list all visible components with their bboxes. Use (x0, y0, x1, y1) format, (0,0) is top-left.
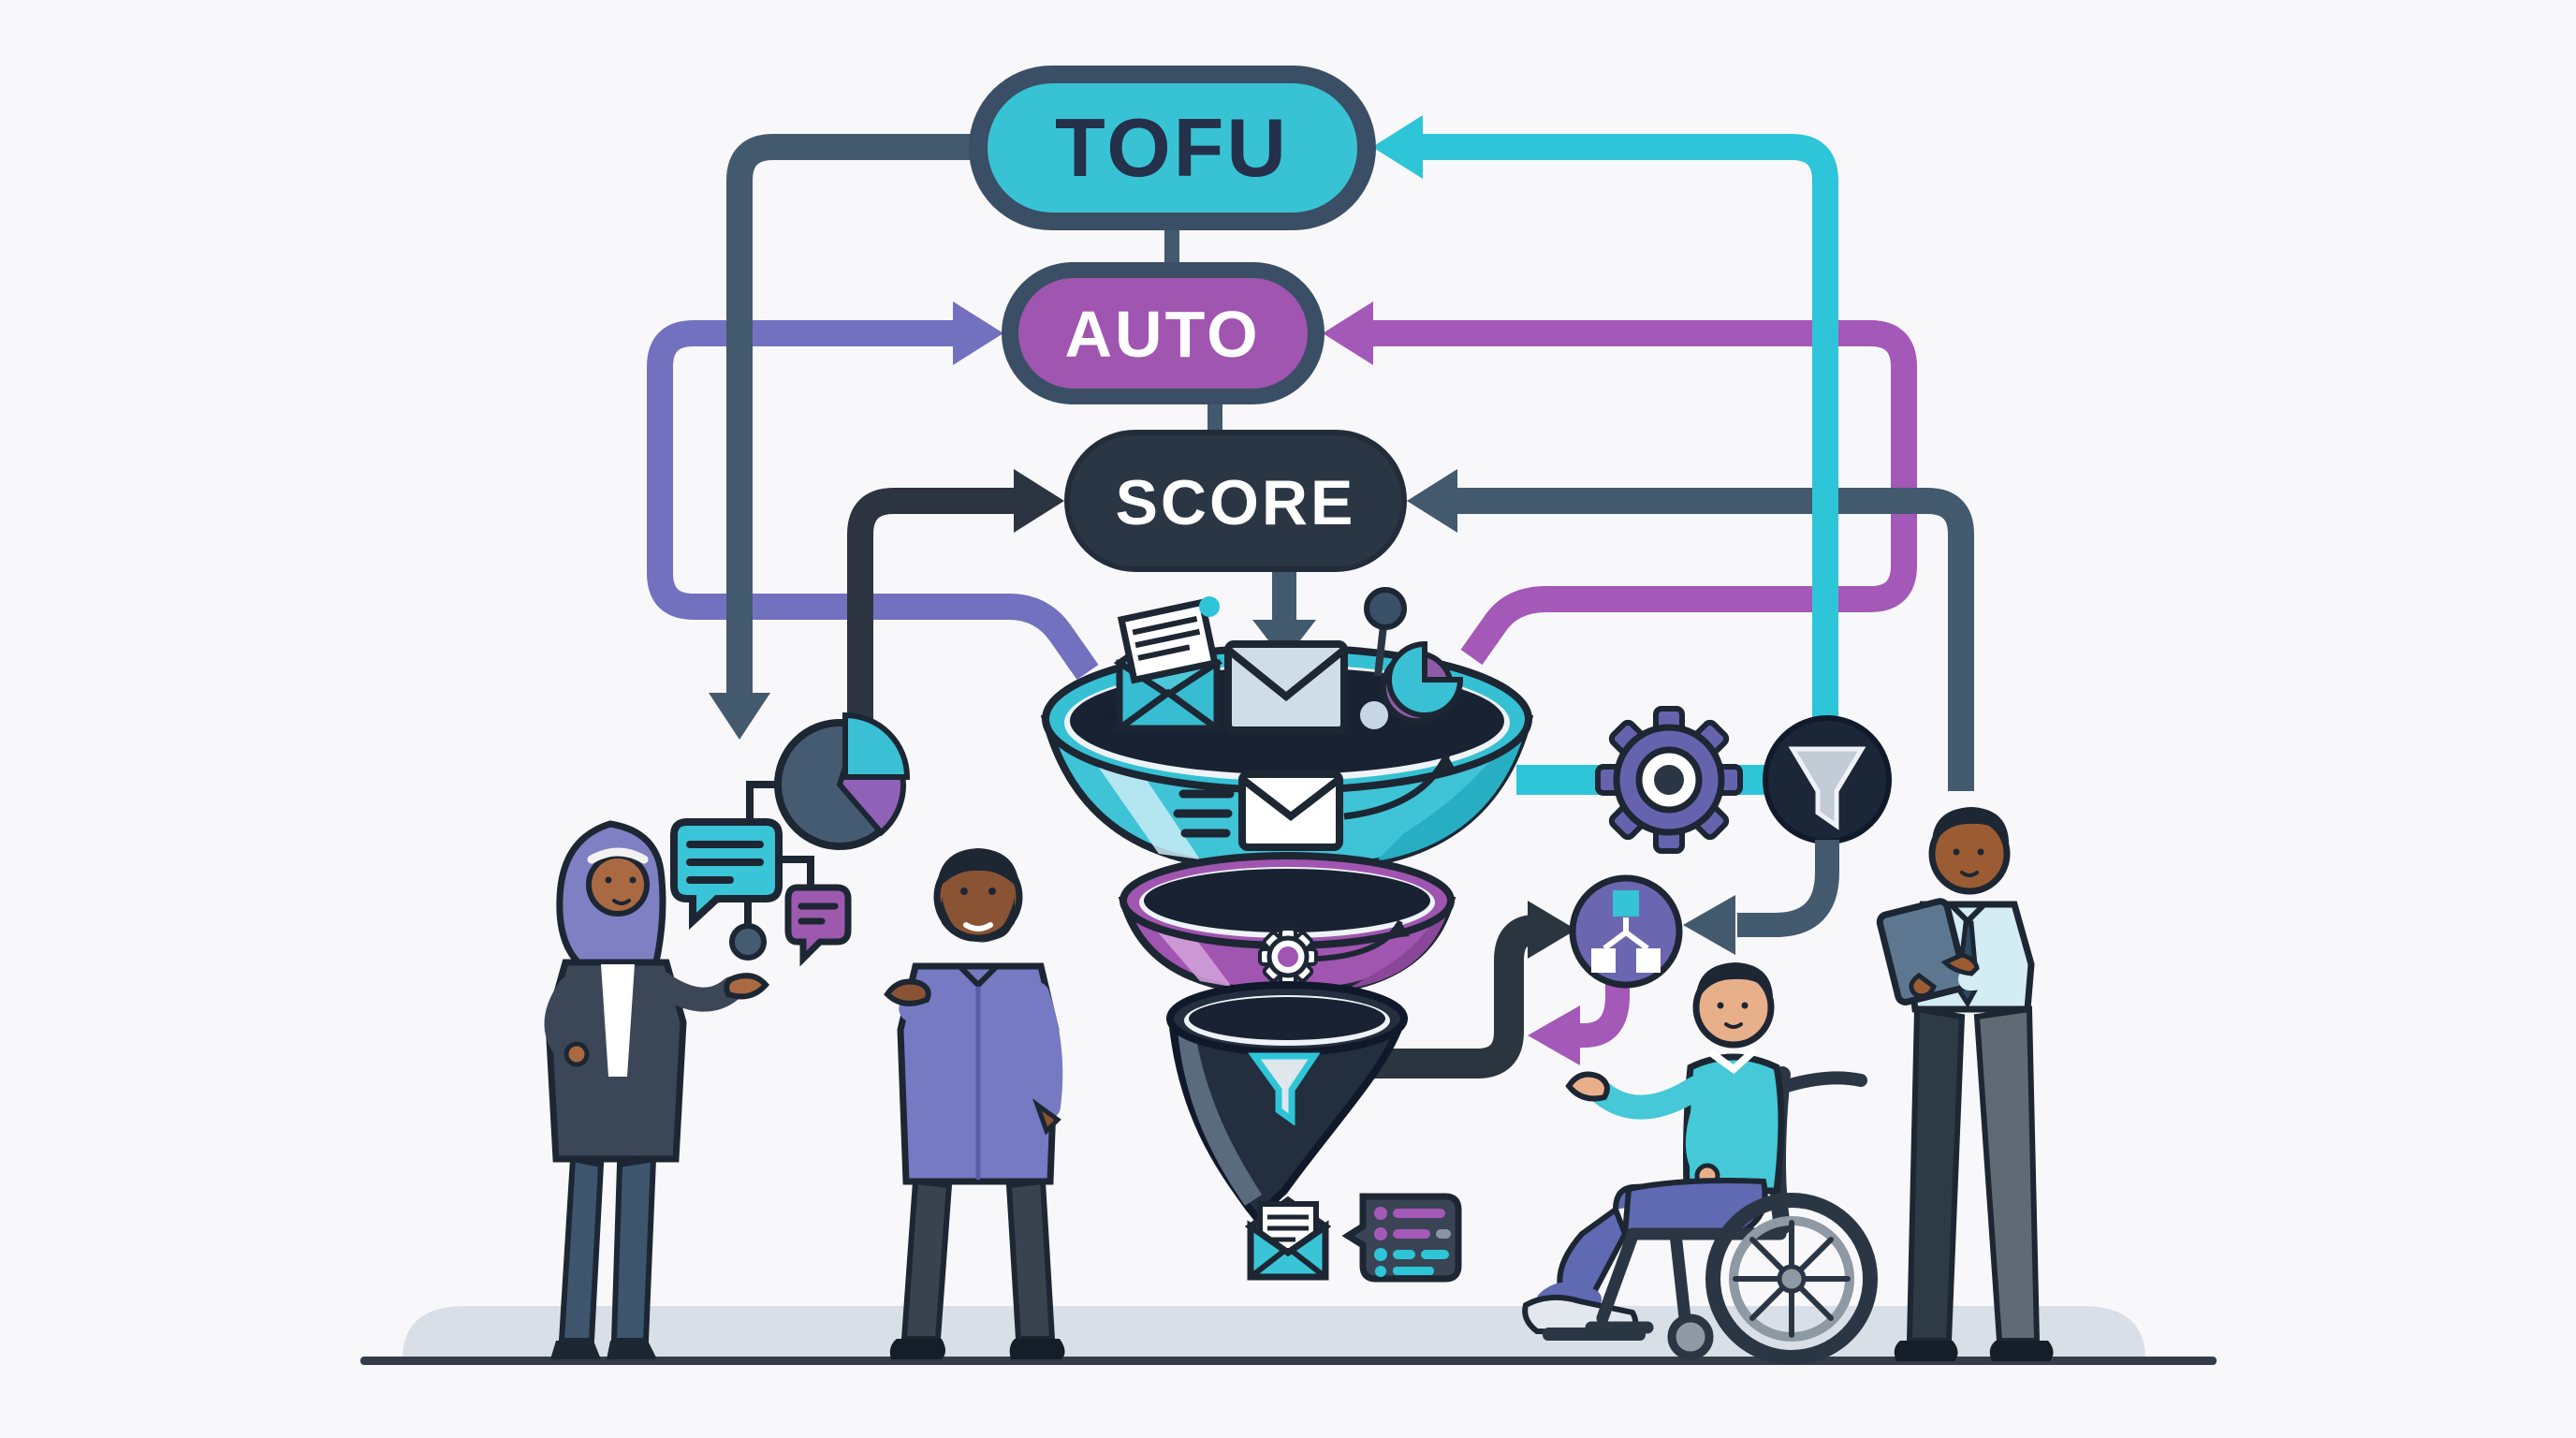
score-left-line (847, 469, 1064, 749)
speech-bubble-purple-icon (784, 884, 852, 967)
person-man-beard (884, 848, 1065, 1359)
teal-dot (1199, 596, 1220, 617)
connector-auto-score (1208, 403, 1222, 436)
arrowhead-into-auto-left (953, 301, 1003, 365)
pill-score-label: SCORE (1116, 467, 1356, 538)
wheelchair-caster (1667, 1313, 1714, 1360)
holding-hand (1909, 972, 1938, 999)
person-wheelchair (1522, 962, 1878, 1365)
flowchart-out-arrow (1528, 981, 1630, 1065)
face (586, 853, 650, 917)
checklist-bubble-icon (1341, 1193, 1462, 1283)
funnel-spout-tier (1166, 981, 1408, 1223)
wheelchair-handle (1774, 1071, 1867, 1094)
shoes (1894, 1341, 2054, 1361)
open-hand (1565, 1071, 1610, 1102)
arrowhead-into-score-left (1014, 469, 1064, 533)
collar (1709, 1049, 1756, 1075)
smile (963, 922, 993, 932)
pill-tofu-label: TOFU (1055, 101, 1289, 194)
heels (550, 1341, 657, 1359)
tier-gear-glyph (1258, 919, 1410, 987)
right-icon-cluster (1359, 706, 1892, 1078)
pocket-hand (1032, 1098, 1061, 1136)
pill-auto: AUTO (1002, 262, 1325, 404)
footrest (1543, 1328, 1646, 1341)
arrowhead-down-left (709, 693, 770, 740)
score-to-funnel-arrow (1252, 567, 1316, 661)
arm-in-pocket (1025, 982, 1063, 1119)
flow-lines (647, 115, 1974, 791)
wheelchair-wheel (1705, 1193, 1878, 1365)
open-envelope-icon (1109, 598, 1227, 732)
filter-to-flowchart-arrow (1683, 840, 1839, 955)
person-woman-hijab (544, 820, 769, 1359)
pill-auto-label: AUTO (1064, 298, 1260, 371)
extended-arm (1590, 1076, 1708, 1120)
sending-envelope-icon (1173, 753, 1456, 851)
person-man-tablet (1876, 807, 2054, 1361)
gear-icon (1595, 706, 1743, 854)
connector-lines (744, 781, 814, 925)
closed-envelope-icon (1224, 640, 1348, 734)
hijab-band (587, 847, 649, 864)
hair (937, 848, 1019, 889)
connector-tofu-auto (1164, 227, 1179, 265)
pill-tofu: TOFU (969, 66, 1376, 230)
auto-right-line (1323, 301, 1917, 666)
floor-platform (402, 1306, 2145, 1359)
auto-left-line (647, 301, 1099, 681)
tofu-right-line (1372, 115, 1838, 728)
pin-icon (1364, 587, 1407, 677)
tablet (1876, 898, 1969, 1005)
pill-score: SCORE (1064, 430, 1407, 572)
arrowhead-into-tofu-right (1372, 115, 1423, 179)
floor-line (360, 1357, 2217, 1365)
dark-dot (1103, 706, 1118, 721)
tofu-left-line (709, 134, 973, 740)
flowchart-circle-icon (1569, 874, 1683, 989)
hair (1931, 807, 2010, 848)
pie-chart-icon (774, 712, 911, 850)
stage-pills: TOFU AUTO SCORE (969, 66, 1407, 661)
funnel-mouth-icons (1103, 587, 1464, 734)
arrowhead-into-score-right (1407, 469, 1457, 533)
funnel-output-icons (1244, 1193, 1462, 1283)
node-dot-icon (729, 923, 767, 961)
filter-circle-icon (1763, 715, 1892, 844)
hair (1695, 962, 1774, 1004)
arrowhead-into-auto-right (1323, 301, 1373, 365)
pointing-arm (1958, 944, 2024, 990)
wheelchair-frame (1585, 1227, 1787, 1334)
blouse (601, 964, 635, 1077)
funnel-middle-tier (1118, 852, 1456, 992)
spout-highlight (1178, 1030, 1262, 1206)
left-icon-cluster (670, 712, 911, 967)
open-hand (884, 978, 931, 1006)
open-mail-icon (1244, 1196, 1332, 1281)
filter-glyph (1788, 746, 1866, 830)
shoes (889, 1339, 1065, 1359)
spout-filter-glyph (1248, 1052, 1321, 1126)
light-dot (1360, 701, 1388, 729)
open-hand (724, 973, 769, 1000)
mini-pie-icon (1381, 640, 1464, 724)
pointing-hand (1940, 952, 1980, 976)
funnel (1040, 587, 1534, 1223)
spout-to-flowchart-pipe (1359, 901, 1576, 1078)
collar (957, 963, 1000, 990)
speech-bubble-teal-icon (670, 818, 783, 931)
pie-teal-slice (842, 712, 911, 780)
score-right-line (1407, 469, 1974, 791)
